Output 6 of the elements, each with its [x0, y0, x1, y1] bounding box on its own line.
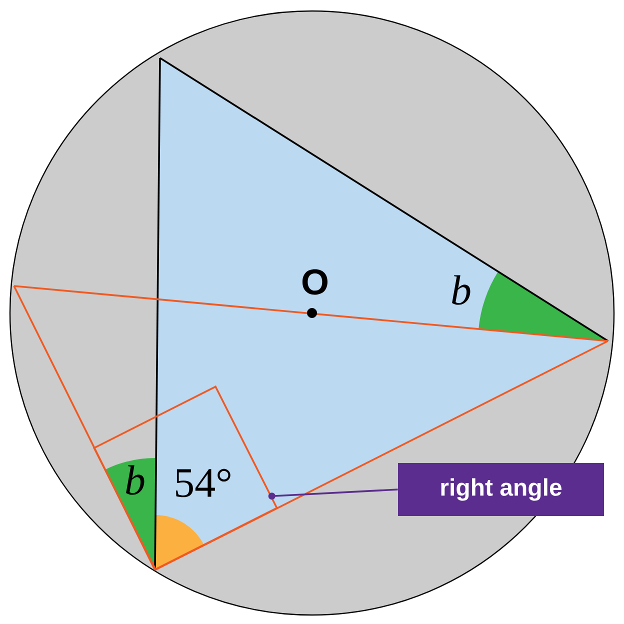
leader-line	[268, 488, 398, 500]
point-label: O	[302, 269, 328, 295]
angle-label: b	[452, 275, 470, 305]
angle-label: b	[126, 465, 144, 495]
label-box: right angle	[398, 463, 604, 516]
angle-label: 54°	[176, 468, 230, 498]
